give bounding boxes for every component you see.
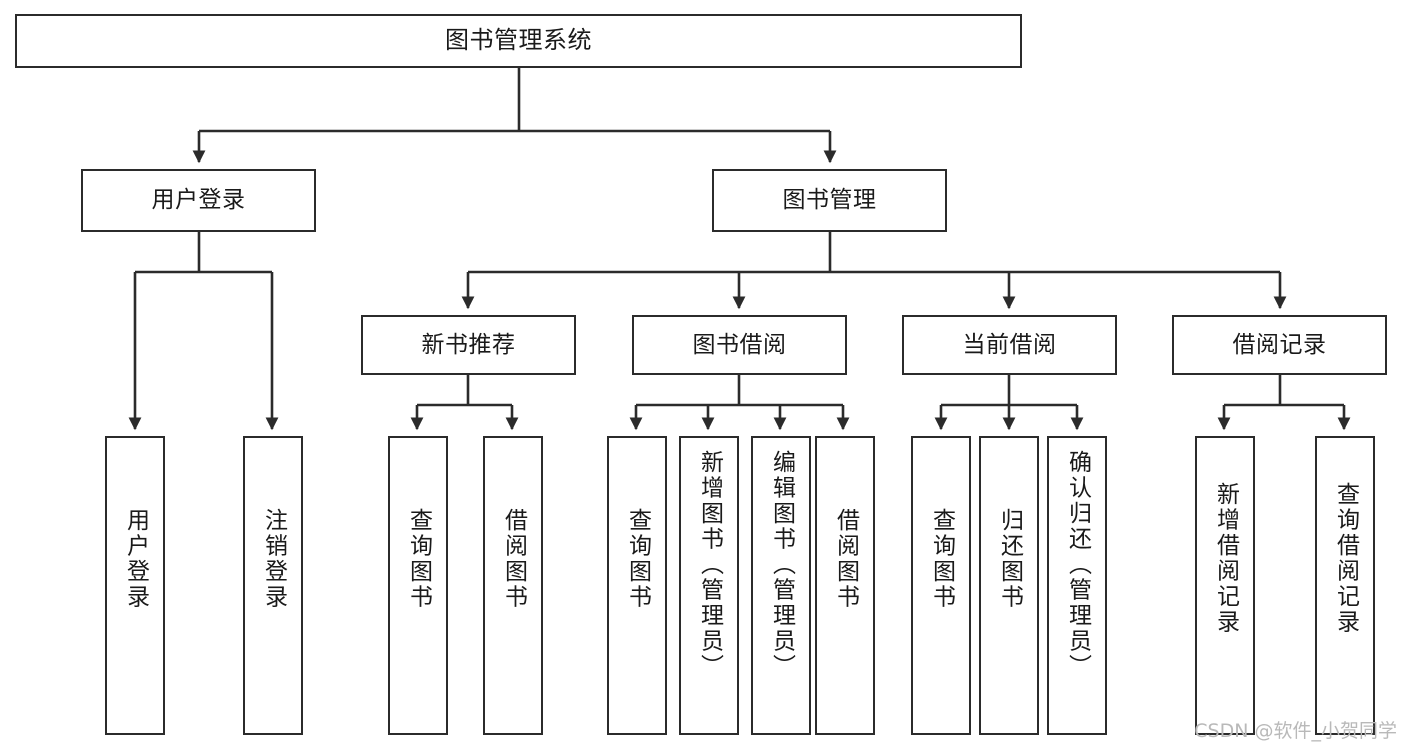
node-leaf-add-record[interactable]: 新增借阅记录	[1195, 436, 1255, 735]
node-leaf-query-book-1-label: 查询图书	[405, 508, 432, 610]
node-book-management[interactable]: 图书管理	[712, 169, 947, 232]
node-current-borrow-label: 当前借阅	[962, 331, 1057, 358]
node-current-borrow[interactable]: 当前借阅	[902, 315, 1117, 375]
node-leaf-query-book-1[interactable]: 查询图书	[388, 436, 448, 735]
node-root[interactable]: 图书管理系统	[15, 14, 1022, 68]
node-leaf-borrow-book-2[interactable]: 借阅图书	[815, 436, 875, 735]
node-leaf-borrow-book-1[interactable]: 借阅图书	[483, 436, 543, 735]
node-new-book-recommend[interactable]: 新书推荐	[361, 315, 576, 375]
node-leaf-query-record[interactable]: 查询借阅记录	[1315, 436, 1375, 735]
node-leaf-edit-book[interactable]: 编辑图书（管理员）	[751, 436, 811, 735]
node-leaf-query-record-label: 查询借阅记录	[1332, 482, 1359, 635]
node-leaf-user-login[interactable]: 用户登录	[105, 436, 165, 735]
node-leaf-query-book-2-label: 查询图书	[624, 508, 651, 610]
node-leaf-query-book-3-label: 查询图书	[928, 508, 955, 610]
node-borrow-record-label: 借阅记录	[1232, 331, 1327, 358]
node-root-label: 图书管理系统	[445, 26, 592, 55]
node-new-book-recommend-label: 新书推荐	[421, 331, 516, 358]
node-leaf-logout-login-label: 注销登录	[260, 508, 287, 610]
node-leaf-edit-book-label: 编辑图书（管理员）	[768, 450, 795, 680]
node-leaf-borrow-book-2-label: 借阅图书	[832, 508, 859, 610]
node-book-borrow-label: 图书借阅	[692, 331, 787, 358]
node-leaf-return-book-label: 归还图书	[996, 508, 1023, 610]
node-leaf-confirm-return-label: 确认归还（管理员）	[1064, 450, 1091, 680]
node-leaf-add-book-label: 新增图书（管理员）	[696, 450, 723, 680]
node-leaf-query-book-3[interactable]: 查询图书	[911, 436, 971, 735]
node-user-login-label: 用户登录	[151, 187, 246, 214]
node-leaf-query-book-2[interactable]: 查询图书	[607, 436, 667, 735]
node-leaf-add-record-label: 新增借阅记录	[1212, 482, 1239, 635]
node-leaf-add-book[interactable]: 新增图书（管理员）	[679, 436, 739, 735]
node-leaf-confirm-return[interactable]: 确认归还（管理员）	[1047, 436, 1107, 735]
node-book-borrow[interactable]: 图书借阅	[632, 315, 847, 375]
node-leaf-borrow-book-1-label: 借阅图书	[500, 508, 527, 610]
node-leaf-user-login-label: 用户登录	[122, 508, 149, 610]
node-borrow-record[interactable]: 借阅记录	[1172, 315, 1387, 375]
node-book-management-label: 图书管理	[782, 187, 877, 214]
node-leaf-logout-login[interactable]: 注销登录	[243, 436, 303, 735]
node-user-login[interactable]: 用户登录	[81, 169, 316, 232]
node-leaf-return-book[interactable]: 归还图书	[979, 436, 1039, 735]
